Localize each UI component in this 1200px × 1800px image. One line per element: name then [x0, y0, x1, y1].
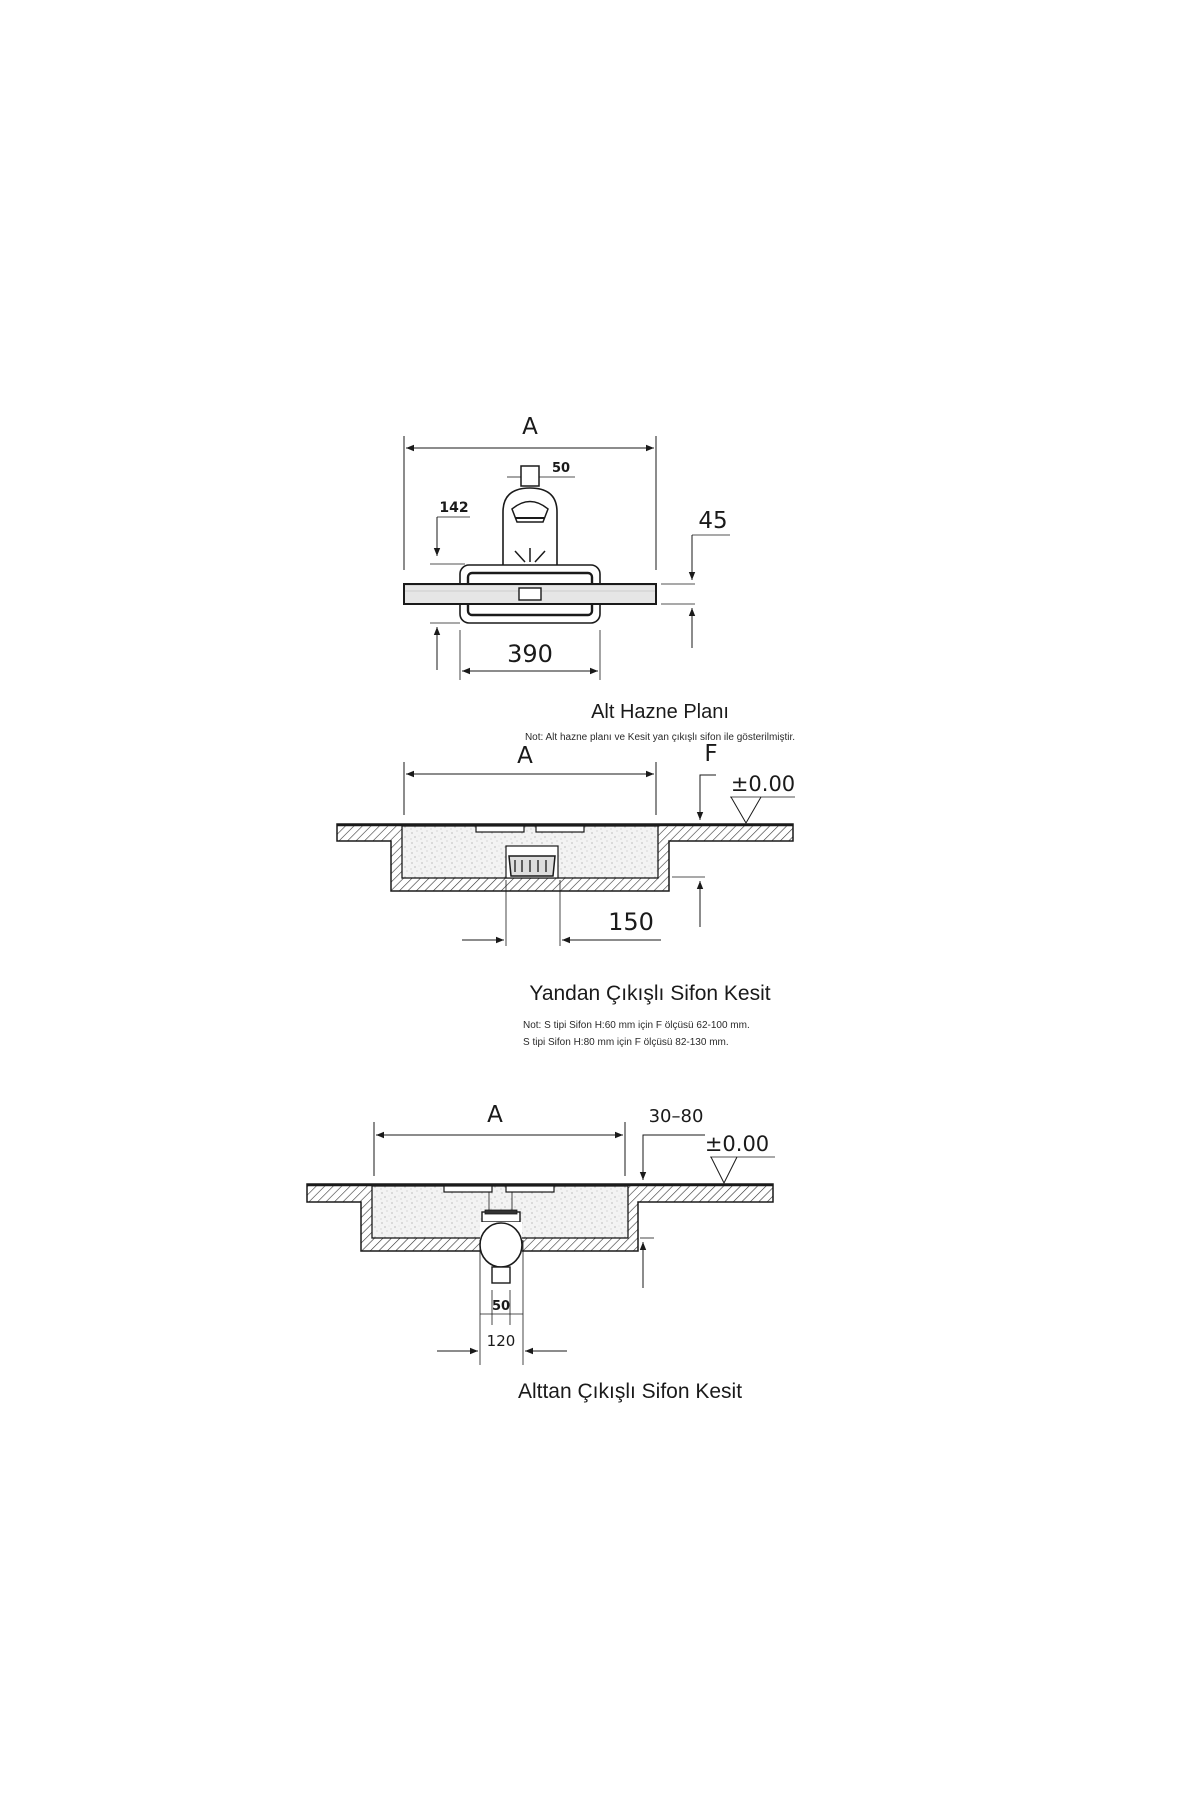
- bottom-dim-depth: 30–80: [649, 1106, 704, 1127]
- side-section-note-1: Not: S tipi Sifon H:60 mm için F ölçüsü …: [523, 1020, 750, 1031]
- plan-title: Alt Hazne Planı: [591, 701, 729, 723]
- bottom-dim-siphon-width: 120: [487, 1332, 516, 1350]
- side-section-note-2: S tipi Sifon H:80 mm için F ölçüsü 82-13…: [523, 1037, 729, 1048]
- bottom-outlet-section: [306, 1122, 775, 1365]
- plan-dim-box-width: 390: [507, 640, 553, 668]
- bottom-dim-a: A: [487, 1102, 503, 1128]
- side-level-label: ±0.00: [731, 772, 795, 796]
- plan-dim-outlet: 50: [552, 461, 570, 476]
- side-dim-a: A: [517, 743, 533, 769]
- plan-note: Not: Alt hazne planı ve Kesit yan çıkışl…: [525, 732, 795, 743]
- plan-view: [403, 436, 730, 680]
- bottom-level-label: ±0.00: [705, 1132, 769, 1156]
- side-outlet-section: [336, 762, 795, 946]
- side-section-title: Yandan Çıkışlı Sifon Kesit: [529, 982, 770, 1005]
- plan-dim-strip-height: 45: [698, 508, 727, 534]
- bottom-section-title: Alttan Çıkışlı Sifon Kesit: [518, 1380, 742, 1403]
- plan-dim-offset: 142: [439, 500, 468, 516]
- bottom-dim-outlet: 50: [492, 1299, 510, 1314]
- side-dim-siphon-width: 150: [608, 908, 654, 936]
- side-dim-f: F: [704, 741, 717, 767]
- plan-dim-a: A: [522, 414, 538, 440]
